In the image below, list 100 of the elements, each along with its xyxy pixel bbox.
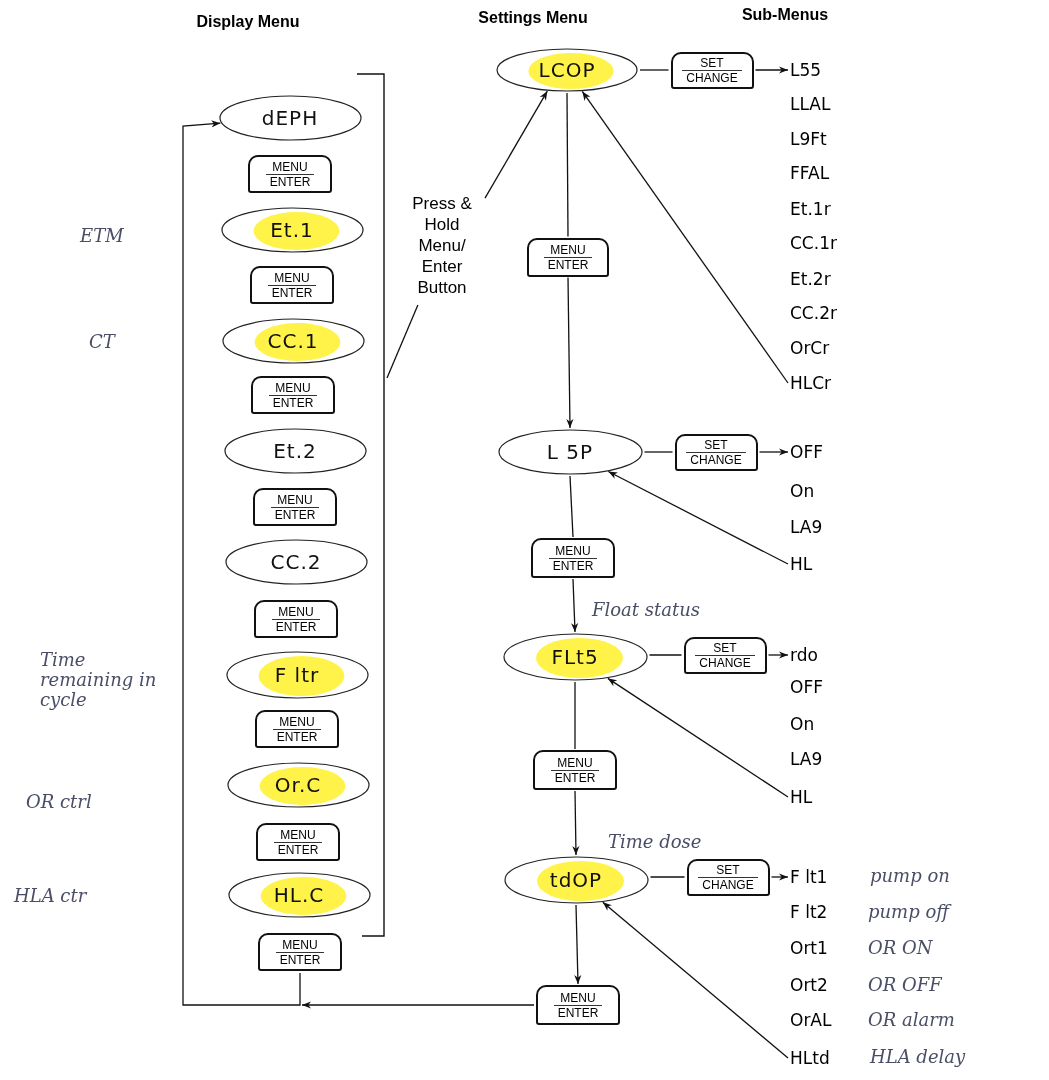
arrow xyxy=(581,90,789,384)
keypad-key xyxy=(248,155,332,193)
option-code: OFF xyxy=(790,441,850,463)
key-label: MENU xyxy=(282,937,318,952)
keypad-key xyxy=(251,376,335,414)
key-label: MENU xyxy=(550,242,586,257)
keypad-key xyxy=(255,710,339,748)
key-label: SET xyxy=(713,640,737,655)
arrow xyxy=(607,470,789,565)
arrow xyxy=(566,276,574,429)
leader-line xyxy=(386,304,419,379)
option-code: FFAL xyxy=(790,162,830,184)
column-heading: Settings Menu xyxy=(478,9,588,27)
key-label: ENTER xyxy=(553,1004,603,1020)
keypad-key xyxy=(683,636,767,674)
key-label: MENU xyxy=(555,543,591,558)
display-readout: FLt5 xyxy=(551,645,599,669)
option-code: F lt2 xyxy=(790,901,828,923)
column-heading: Display Menu xyxy=(196,13,300,31)
option-code: OrCr xyxy=(790,337,830,359)
arrow xyxy=(754,66,789,74)
arrow xyxy=(574,904,582,985)
handwritten-note: Time dose xyxy=(608,832,703,852)
key-label: ENTER xyxy=(267,284,317,300)
option-code: HLCr xyxy=(790,372,850,394)
keypad-key xyxy=(256,823,340,861)
handwritten-note: HLA delay xyxy=(870,1047,967,1067)
key-label: MENU xyxy=(272,159,308,174)
display-readout: F ltr xyxy=(274,663,320,687)
arrow xyxy=(602,901,789,1059)
key-label: ENTER xyxy=(543,256,593,272)
key-label: SET xyxy=(700,55,724,70)
display-readout: L 5P xyxy=(546,440,594,464)
key-label: CHANGE xyxy=(695,654,755,670)
handwritten-note: pump off xyxy=(868,902,950,922)
keypad-key xyxy=(253,488,337,526)
key-label: SET xyxy=(704,437,728,452)
handwritten-note: pump on xyxy=(870,866,951,886)
option-code: F lt1 xyxy=(790,866,850,888)
keypad-key xyxy=(533,750,617,790)
keypad-key xyxy=(527,237,609,277)
key-label: ENTER xyxy=(270,506,320,522)
option-code: CC.2r xyxy=(790,302,837,324)
key-label: CHANGE xyxy=(698,876,758,892)
handwritten-note: Float status xyxy=(592,600,702,620)
display-readout: HL.C xyxy=(273,883,325,907)
display-readout: LCOP xyxy=(538,58,596,82)
option-code: LA9 xyxy=(790,748,823,770)
handwritten-note: CT xyxy=(89,332,115,352)
option-code: Et.1r xyxy=(790,198,831,220)
key-label: MENU xyxy=(275,380,311,395)
arrow xyxy=(301,1001,535,1009)
option-code: LLAL xyxy=(790,93,831,115)
arrow xyxy=(182,120,301,1006)
key-label: ENTER xyxy=(272,728,322,744)
arrow xyxy=(484,90,548,199)
key-label: ENTER xyxy=(548,557,598,573)
key-label: SET xyxy=(716,862,740,877)
arrow xyxy=(758,448,789,456)
arrow xyxy=(572,790,580,856)
instruction-text: Press & Hold Menu/ Enter Button xyxy=(401,193,483,303)
handwritten-note: ETM xyxy=(80,226,124,246)
display-readout: tdOP xyxy=(549,868,603,892)
key-label: ENTER xyxy=(268,394,318,410)
option-code: L9Ft xyxy=(790,128,827,150)
option-code: Ort2 xyxy=(790,974,828,996)
option-code: LA9 xyxy=(790,516,823,538)
arrow xyxy=(571,578,579,633)
handwritten-note: Time remaining in cycle xyxy=(40,650,158,710)
option-code: On xyxy=(790,713,815,735)
key-label: ENTER xyxy=(275,951,325,967)
display-readout: CC.1 xyxy=(267,329,319,353)
arrow xyxy=(770,873,789,881)
keypad-key xyxy=(531,538,615,578)
keypad-key xyxy=(536,985,620,1025)
handwritten-note: OR alarm xyxy=(868,1010,955,1030)
handwritten-note: HLA ctr xyxy=(14,886,87,906)
keypad-key xyxy=(686,858,770,896)
key-label: MENU xyxy=(279,714,315,729)
option-code: OrAL xyxy=(790,1009,832,1031)
handwritten-note: OR ctrl xyxy=(26,792,92,812)
keypad-key xyxy=(258,933,342,971)
option-code: Ort1 xyxy=(790,937,828,959)
arrow xyxy=(607,677,789,798)
column-heading: Sub-Menus xyxy=(741,6,829,24)
key-label: CHANGE xyxy=(682,69,742,85)
option-code: On xyxy=(790,480,815,502)
option-code: Et.2r xyxy=(790,268,831,290)
display-readout: dEPH xyxy=(261,106,319,130)
display-readout: CC.2 xyxy=(270,550,322,574)
option-code: HLtd xyxy=(790,1047,850,1069)
keypad-key xyxy=(254,600,338,638)
option-code: HL xyxy=(790,553,850,575)
keypad-key xyxy=(674,433,758,471)
key-label: CHANGE xyxy=(686,451,746,467)
key-label: MENU xyxy=(277,492,313,507)
key-label: ENTER xyxy=(265,173,315,189)
option-code: L55 xyxy=(790,59,850,81)
key-label: MENU xyxy=(557,755,593,770)
key-label: ENTER xyxy=(271,618,321,634)
